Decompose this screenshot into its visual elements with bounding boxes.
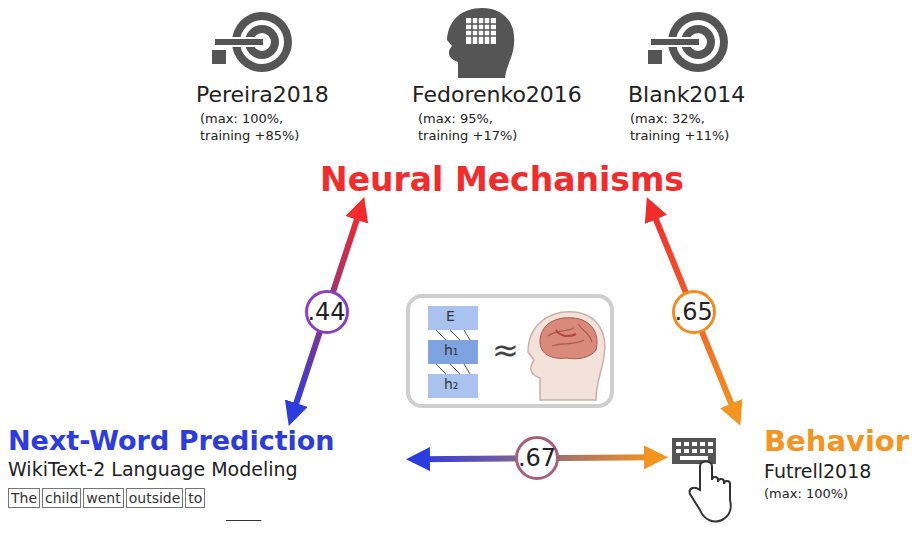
word-text: went xyxy=(86,490,120,506)
dataset-score: (max: 100%, training +85%) xyxy=(200,110,330,144)
correlation-value: .44 xyxy=(305,290,349,334)
subtext: WikiText-2 Language Modeling xyxy=(8,457,410,482)
word-box: outside xyxy=(126,488,184,508)
word-box: child xyxy=(42,488,81,508)
ecog-head-icon xyxy=(447,8,514,78)
model-brain-panel xyxy=(408,296,612,406)
dataset-name: Fedorenko2016 xyxy=(412,82,582,108)
keyboard-icon xyxy=(672,438,731,522)
heading: Next-Word Prediction xyxy=(8,424,410,457)
word-text: child xyxy=(45,490,78,506)
word-text: The xyxy=(11,490,37,506)
word-row: The child went outside to xyxy=(8,488,410,508)
behavior-block: BehaviorFutrell2018(max: 100%) xyxy=(664,424,916,503)
word-box: The xyxy=(8,488,40,508)
word-box: to xyxy=(185,488,205,508)
word-box: went xyxy=(83,488,123,508)
figure-label: h₁ xyxy=(444,341,459,359)
word-text: to xyxy=(188,490,202,506)
correlation-value: .67 xyxy=(515,436,559,480)
figure-label: _____ xyxy=(226,504,261,522)
figure-label: h₂ xyxy=(444,375,459,393)
correlation-arrow xyxy=(293,208,361,414)
correlation-value: .65 xyxy=(672,290,716,334)
subtext: (max: 100%) xyxy=(764,484,916,503)
figure-label: E xyxy=(446,307,455,325)
dataset-score: (max: 32%, training +11%) xyxy=(630,110,750,144)
subtext: Futrell2018 xyxy=(764,459,916,484)
brain-head xyxy=(528,312,605,400)
dataset-name: Pereira2018 xyxy=(196,82,329,108)
heading: Neural Mechanisms xyxy=(320,160,684,199)
task-block: Next-Word PredictionWikiText-2 Language … xyxy=(8,424,410,508)
mri-icon xyxy=(212,12,292,72)
model-layers xyxy=(428,306,478,398)
mri-icon xyxy=(648,12,728,72)
dataset-score: (max: 95%, training +17%) xyxy=(418,110,538,144)
figure-label: ≈ xyxy=(492,332,519,368)
heading: Behavior xyxy=(764,424,916,459)
correlation-arrow xyxy=(651,208,735,414)
dataset-name: Blank2014 xyxy=(628,82,745,108)
word-text: outside xyxy=(129,490,181,506)
neural-heading: Neural Mechanisms xyxy=(320,160,684,199)
